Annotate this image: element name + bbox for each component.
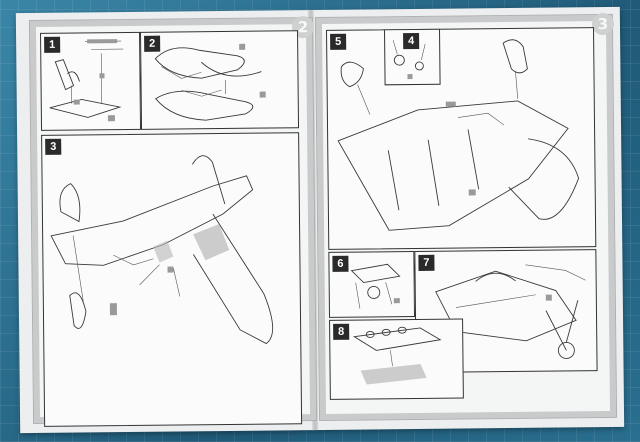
instrument-parts-drawing	[392, 40, 426, 80]
underside-detail-drawing	[352, 326, 442, 385]
panel-step-2: 2	[140, 30, 300, 130]
panel-step-6: 6	[328, 251, 416, 318]
wing-and-fuselage-assembly-drawing	[50, 155, 274, 345]
fuselage-halves-drawing	[154, 43, 266, 121]
panel-step-3: 3	[41, 132, 303, 427]
instruction-sheet: 2 1 2	[15, 6, 625, 434]
instruction-page-left: 2 1 2	[28, 16, 318, 427]
panel-step-1: 1	[40, 31, 142, 131]
cockpit-assembly-drawing	[49, 39, 124, 122]
canopy-and-wing-assembly-drawing	[337, 39, 580, 231]
panel-step-5: 5	[326, 27, 597, 250]
panel-step-4: 4	[384, 28, 441, 86]
instruction-page-right: 3 5 4	[314, 12, 618, 422]
page-number-right: 3	[591, 12, 615, 36]
gear-assembly-drawing	[350, 263, 401, 309]
panel-step-8: 8	[329, 318, 464, 400]
